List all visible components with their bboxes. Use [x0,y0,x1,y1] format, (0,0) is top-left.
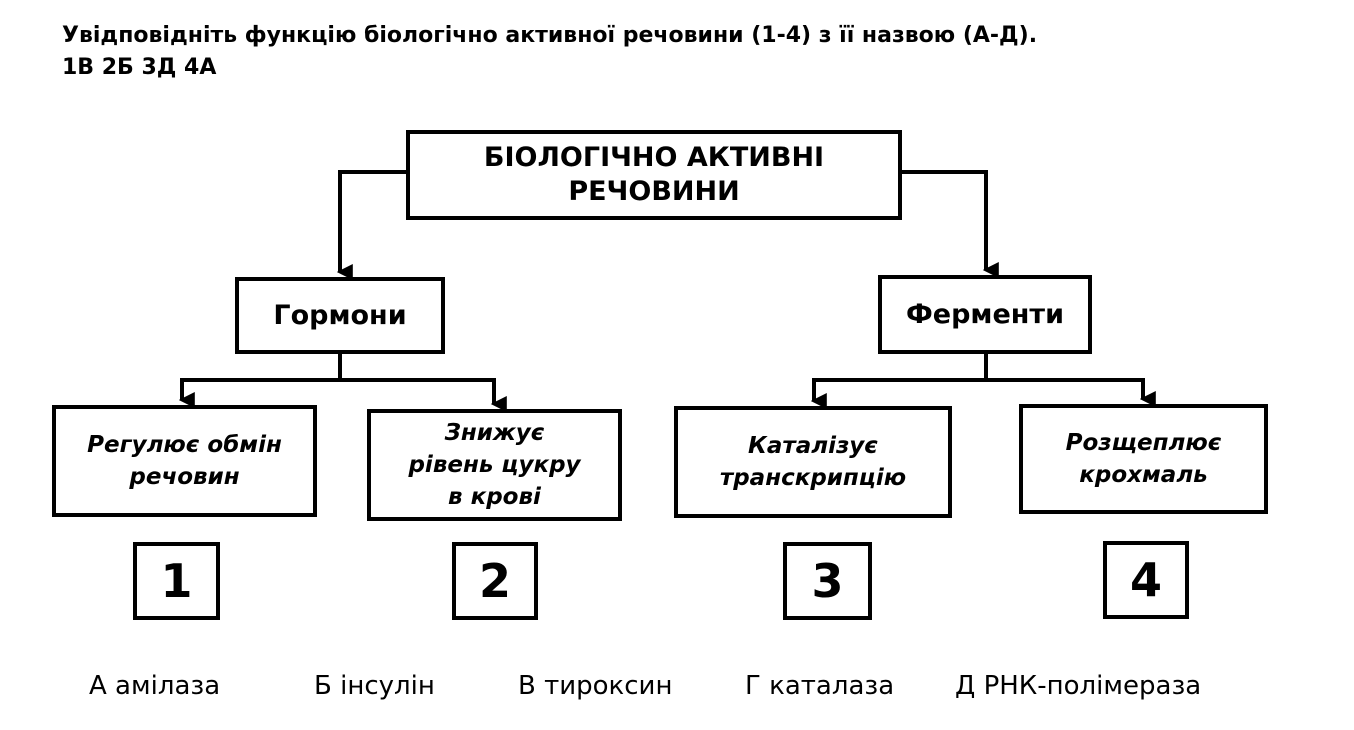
root-line-1: БІОЛОГІЧНО АКТИВНІ [483,142,825,173]
function-2-line-2: рівень цукру [408,452,581,478]
number-box-1: 1 [133,542,220,620]
function-1-line-2: речовин [129,464,240,490]
function-2-line-3: в крові [448,484,541,510]
function-4-line-2: крохмаль [1079,462,1208,488]
category-hormones-label: Гормони [273,300,407,331]
number-2: 2 [478,554,511,608]
root-node: БІОЛОГІЧНО АКТИВНІ РЕЧОВИНИ [406,130,902,220]
function-box-2: Знижує рівень цукру в крові [367,409,622,521]
function-box-1: Регулює обмін речовин [52,405,317,517]
connector-root-hormones [336,170,406,280]
function-3-line-2: транскрипцію [719,465,907,491]
connector-enzymes-branch [812,378,1156,407]
number-4: 4 [1129,553,1162,607]
question-text: Увідповідніть функцію біологічно активно… [62,23,1038,48]
connector-hormones-branch [180,378,507,412]
number-box-2: 2 [452,542,538,620]
answer-option-d: Г каталаза [745,671,895,701]
function-1-line-1: Регулює обмін [87,432,282,458]
answer-option-b: Б інсулін [314,671,435,701]
answer-key: 1В 2Б 3Д 4А [62,55,217,80]
function-box-3: Каталізує транскрипцію [674,406,952,518]
number-3: 3 [811,554,844,608]
function-3-line-1: Каталізує [748,433,878,459]
category-enzymes: Ферменти [878,275,1092,354]
category-enzymes-label: Ферменти [905,299,1065,330]
number-box-4: 4 [1103,541,1189,619]
function-2-line-1: Знижує [444,420,545,446]
answer-option-a: А амілаза [89,671,221,701]
answer-option-e: Д РНК-полімераза [955,671,1202,701]
answer-option-c: В тироксин [518,671,673,701]
number-1: 1 [160,554,193,608]
function-box-4: Розщеплює крохмаль [1019,404,1268,514]
root-line-2: РЕЧОВИНИ [568,176,740,207]
connector-root-enzymes [902,170,999,278]
category-hormones: Гормони [235,277,445,354]
question-header: Увідповідніть функцію біологічно активно… [62,20,1037,84]
number-box-3: 3 [783,542,872,620]
function-4-line-1: Розщеплює [1065,430,1222,456]
